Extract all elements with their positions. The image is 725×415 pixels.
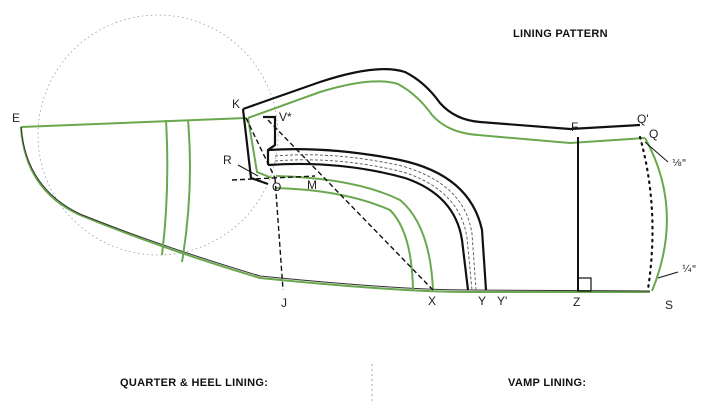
allowance-quarter: ¼" [682,263,696,275]
heel-strip-1 [161,119,169,256]
vamp-curve-green-1 [275,175,434,291]
label-Y: Y [478,294,486,308]
diagram-title: LINING PATTERN [513,28,608,40]
label-J: J [281,296,287,310]
right-angle-mark [577,277,592,292]
leader-quarter [657,271,679,279]
collar-notch-green [247,117,273,179]
label-Y-prime: Y' [497,294,507,308]
bottom-outline [20,126,651,292]
vamp-curve-dash-2 [274,159,473,291]
upper-outline-top [242,68,641,131]
label-Q: Q [649,127,658,141]
allowance-eighth: ⅛" [672,158,686,169]
label-E: E [12,111,20,125]
label-Q-prime: Q' [637,112,649,126]
construction-circle [37,14,279,256]
line-V-X [267,119,434,291]
leader-R [237,164,259,177]
toe-dotted-line [638,135,654,291]
vamp-curve-green-2 [275,187,414,291]
label-V: V* [279,110,292,124]
line-K-O [245,117,276,179]
label-K: K [232,97,240,111]
label-R: R [223,153,232,167]
caption-vamp: VAMP LINING: [508,377,586,389]
heel-strip-2 [181,119,191,263]
leader-eighth [644,141,669,163]
lining-outline-top [247,80,646,145]
vamp-curve-black-inner [267,162,470,291]
toe-lining-line [644,137,668,292]
vamp-curve-black-outer [267,148,488,291]
collar-notch-black [241,108,269,186]
label-M: M [307,178,317,192]
label-X: X [428,294,436,308]
label-F: F [571,120,578,134]
label-O: O [272,180,281,194]
tongue-box [263,115,277,165]
line-O-J [274,177,284,291]
label-Z: Z [573,295,580,309]
caption-quarter-heel: QUARTER & HEEL LINING: [120,377,268,389]
label-S: S [665,298,673,312]
quarter-lining-outline [20,117,650,293]
vamp-curve-dash-1 [274,154,477,291]
line-horizontal-O [231,175,316,181]
